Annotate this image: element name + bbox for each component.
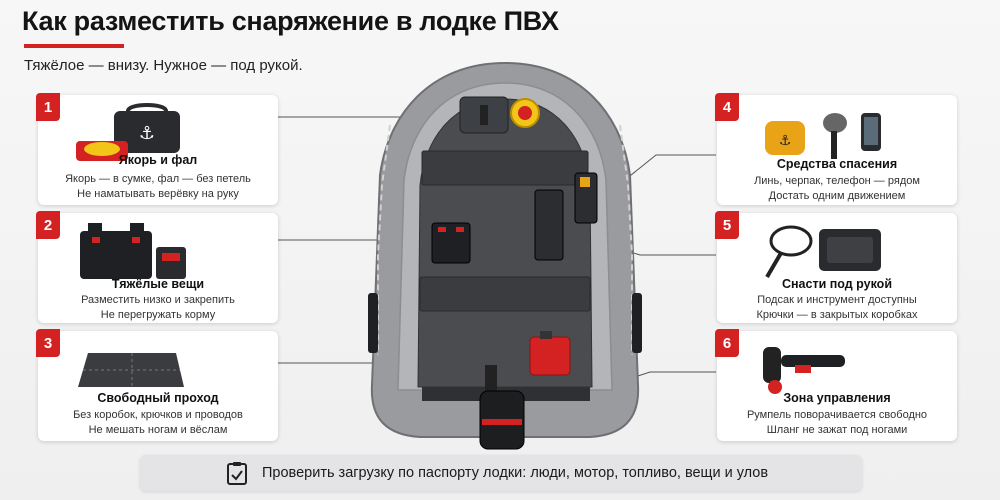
- footer-text: Проверить загрузку по паспорту лодки: лю…: [262, 465, 769, 481]
- svg-text:⚓: ⚓: [779, 133, 792, 149]
- badge-number: 4: [715, 93, 739, 121]
- badge-number: 3: [36, 329, 60, 357]
- page-subtitle: Тяжёлое — внизу. Нужное — под рукой.: [24, 57, 303, 74]
- battery: [431, 222, 471, 264]
- page-title: Как разместить снаряжение в лодке ПВХ: [22, 6, 559, 36]
- card-anchor: 1 ⚓ Якорь и фал Якорь — в сумке, фал — б…: [36, 93, 278, 205]
- fuel-tank: [529, 336, 571, 376]
- oar-left: [368, 293, 378, 353]
- tiller-handle-icon: [763, 347, 845, 394]
- badge-number: 2: [36, 211, 60, 239]
- battery-icon: [80, 223, 186, 279]
- card-line-1: Разместить низко и закрепить: [81, 294, 235, 306]
- title-underline: [24, 44, 124, 48]
- tackle-box: [534, 189, 564, 261]
- card-line-2: Не перегружать корму: [100, 309, 216, 321]
- tiller: [485, 365, 497, 393]
- anchor-bag-icon: ⚓: [76, 103, 180, 161]
- card-line-2: Не наматывать верёвку на руку: [77, 188, 239, 200]
- boat-illustration: [368, 61, 642, 450]
- card-clear-passage: 3 Свободный проход Без коробок, крючков …: [36, 329, 278, 441]
- landing-net-icon: [765, 225, 881, 279]
- card-line-2: Крючки — в закрытых коробках: [756, 309, 918, 321]
- card-tackle-at-hand: 5 Снасти под рукой Подсак и инструмент д…: [715, 211, 957, 323]
- card-line-1: Подсак и инструмент доступны: [757, 294, 917, 306]
- clipboard-check-icon: [227, 462, 247, 485]
- card-line-2: Не мешать ногам и вёслам: [88, 424, 228, 436]
- card-line-1: Румпель поворачивается свободно: [746, 409, 928, 421]
- rescue-gear-icon: ⚓: [765, 113, 881, 159]
- badge-number: 1: [36, 93, 60, 121]
- card-line-1: Без коробок, крючков и проводов: [73, 409, 243, 421]
- card-heavy-items: 2 Тяжёлые вещи Разместить низко и закреп…: [36, 211, 278, 323]
- card-title: Тяжёлые вещи: [111, 277, 205, 291]
- card-line-1: Якорь — в сумке, фал — без петель: [65, 173, 251, 185]
- badge-number: 6: [715, 329, 739, 357]
- card-rescue-equipment: 4 ⚓ Средства спасения Линь, черпак, теле…: [715, 93, 957, 205]
- footer-bar: Проверить загрузку по паспорту лодки: лю…: [140, 455, 862, 491]
- card-line-1: Линь, черпак, телефон — рядом: [754, 175, 920, 187]
- card-title: Снасти под рукой: [781, 277, 893, 291]
- card-title: Якорь и фал: [118, 153, 198, 167]
- card-control-zone: 6 Зона управления Румпель поворачивается…: [715, 329, 957, 441]
- card-title: Свободный проход: [97, 391, 219, 405]
- oar-right: [632, 293, 642, 353]
- card-title: Средства спасения: [776, 157, 898, 171]
- card-title: Зона управления: [783, 391, 891, 405]
- card-line-2: Достать одним движением: [768, 190, 906, 202]
- bench-front: [421, 150, 589, 186]
- card-line-2: Шланг не зажат под ногами: [766, 424, 908, 436]
- bench-rear: [419, 276, 591, 312]
- badge-number: 5: [715, 211, 739, 239]
- floor-mat-icon: [78, 353, 184, 387]
- svg-text:⚓: ⚓: [139, 123, 155, 144]
